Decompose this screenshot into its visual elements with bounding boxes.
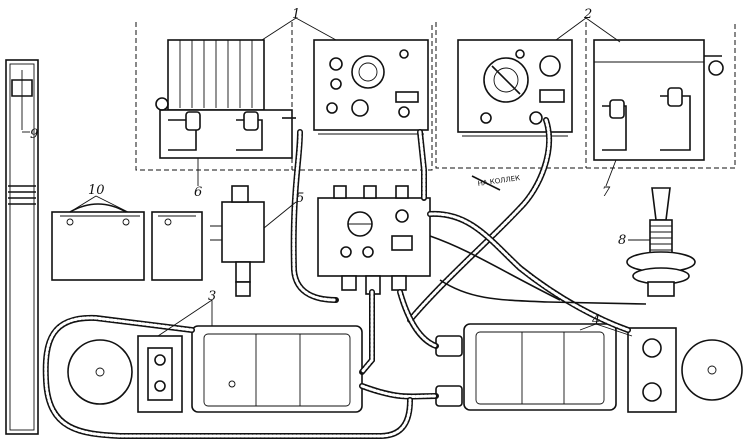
callout-6: 6: [194, 185, 202, 200]
headset-assembly-3: [67, 325, 363, 413]
antenna-base-8: [626, 187, 696, 297]
power-unit-7: [593, 39, 724, 161]
power-unit-6: [155, 39, 296, 159]
transceiver-1: [313, 39, 429, 135]
cable-label: НА КОЛЛЕК: [477, 174, 520, 188]
callout-4: 4: [591, 313, 600, 328]
callout-9: 9: [30, 127, 38, 142]
antenna-bag-9: [5, 59, 39, 435]
junction-box-5: [317, 185, 431, 295]
connector-plugs: [435, 335, 463, 407]
battery-pair-10: [51, 203, 203, 281]
frame-right-outline: [435, 22, 736, 169]
callout-5: 5: [296, 191, 304, 206]
callout-3: 3: [208, 289, 216, 304]
callout-8: 8: [618, 233, 626, 248]
callout-2: 2: [583, 7, 592, 22]
headset-assembly-4: [463, 323, 743, 413]
callout-1: 1: [292, 7, 300, 22]
callout-7: 7: [602, 185, 611, 200]
receiver-2: [457, 39, 573, 137]
cables: [42, 117, 647, 439]
relay-block: [210, 185, 265, 297]
callout-10: 10: [88, 183, 105, 198]
leader-lines: [22, 17, 650, 337]
